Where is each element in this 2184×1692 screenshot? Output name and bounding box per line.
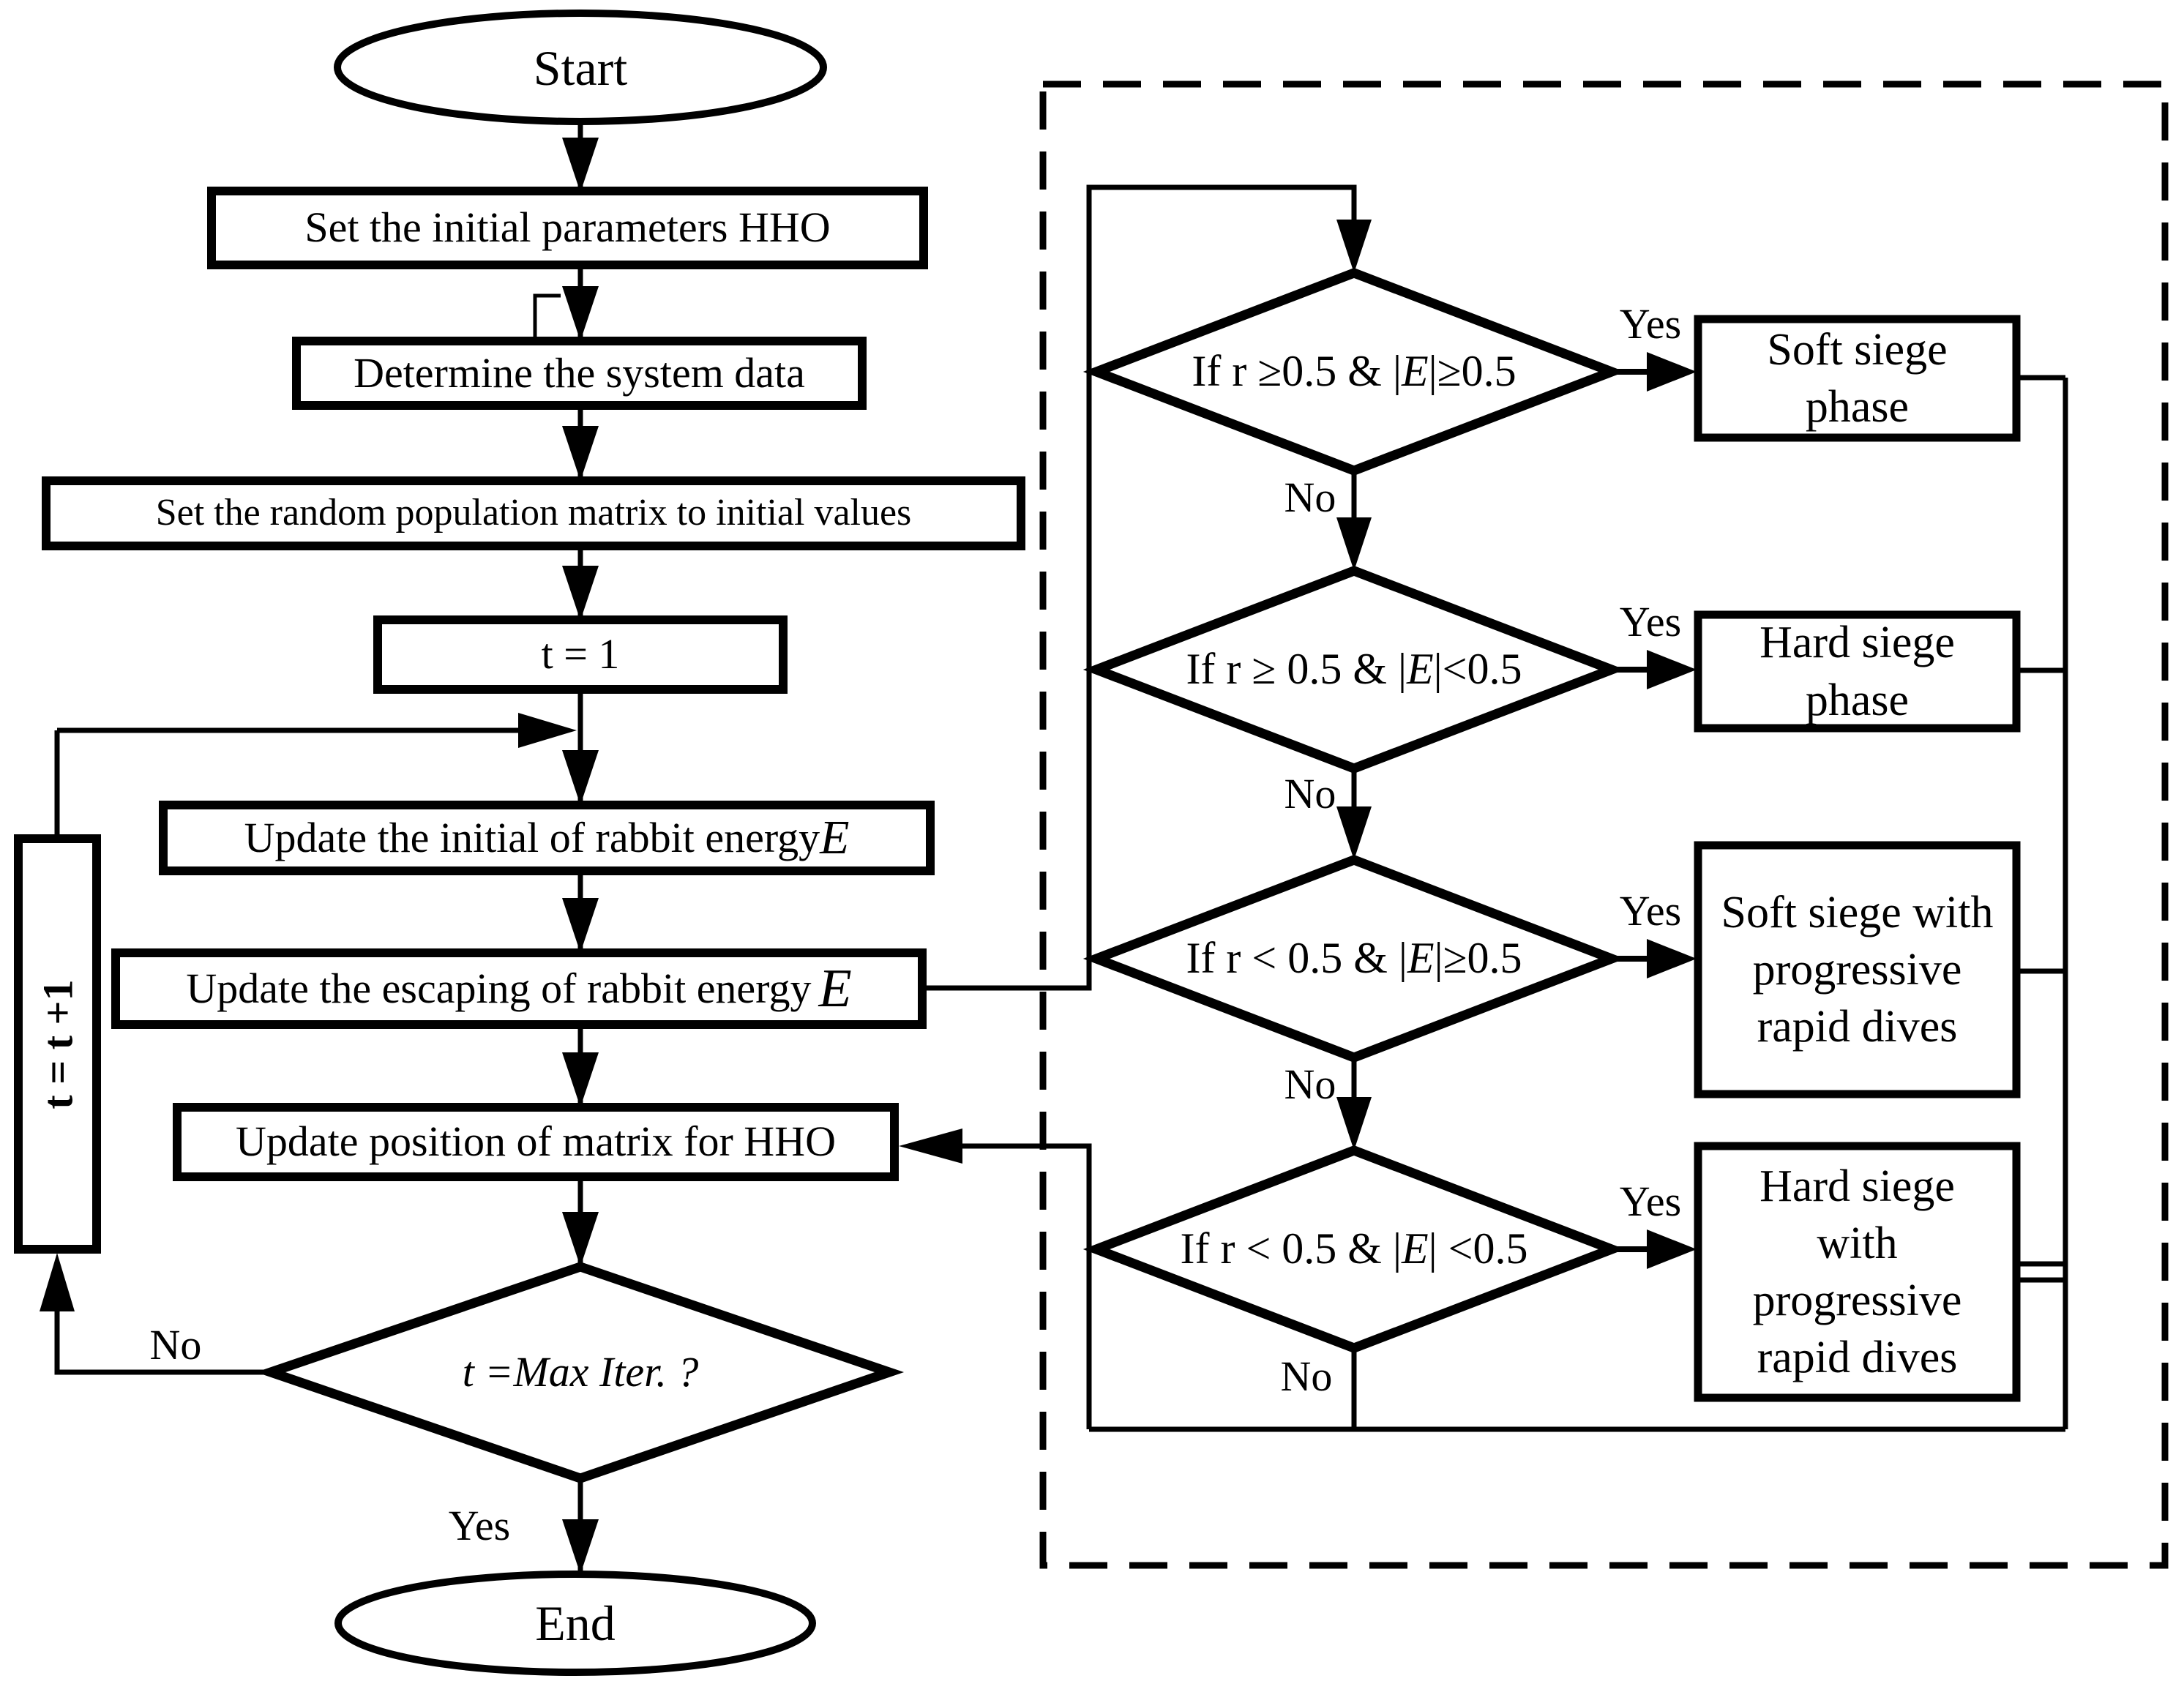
outcome-2-box xyxy=(1694,610,2021,733)
yes-label-3: Yes xyxy=(1619,886,1682,935)
outcome-1-label: Soft siege phase xyxy=(1767,324,1948,432)
arrowhead-down-icon xyxy=(562,566,599,621)
no-label-main: No xyxy=(149,1320,202,1369)
no-label-2: No xyxy=(1284,769,1336,817)
step-position-box xyxy=(173,1103,899,1181)
arrowhead-right-icon xyxy=(518,713,577,748)
edge-escaping-to-decision1 xyxy=(922,184,1357,991)
arrowhead-down-icon xyxy=(1336,806,1372,860)
step-escaping-energy-box xyxy=(111,948,927,1029)
arrowheads xyxy=(40,138,1697,1574)
arrowhead-down-icon xyxy=(562,1519,599,1574)
decision-2-diamond xyxy=(1082,566,1626,774)
edge-rail-to-position xyxy=(962,1143,1092,1429)
dashed-region-border xyxy=(1039,81,2169,1569)
step-position-label: Update position of matrix for HHO xyxy=(236,1118,836,1166)
step-population-label: Set the random population matrix to init… xyxy=(155,492,912,534)
condition-text: |≥0.5 xyxy=(1434,934,1522,983)
step-params-box xyxy=(207,187,928,269)
edge-decision-no-loop xyxy=(54,1311,271,1375)
step-population-box xyxy=(42,476,1025,550)
step-t1-box xyxy=(373,615,788,694)
outcome-2-label: Hard siege phase xyxy=(1759,618,1955,725)
step-initial-energy-text: Update the initial of rabbit energy xyxy=(244,813,820,861)
condition-text: |<0.5 xyxy=(1433,645,1522,694)
decision-1-label: If r ≥0.5 & |E|≥0.5 xyxy=(1126,328,1582,416)
yes-label-4: Yes xyxy=(1619,1177,1682,1225)
arrowhead-down-icon xyxy=(1336,517,1372,571)
arrowhead-left-icon xyxy=(899,1128,962,1164)
condition-text: |≥0.5 xyxy=(1428,347,1517,396)
arrowhead-right-icon xyxy=(1647,650,1697,689)
step-params-label: Set the initial parameters HHO xyxy=(304,203,831,252)
yes-label-1: Yes xyxy=(1619,299,1682,348)
arrowhead-down-icon xyxy=(562,898,599,953)
no-label-4: No xyxy=(1280,1352,1333,1400)
yes-label-main: Yes xyxy=(448,1501,511,1549)
no-label-3: No xyxy=(1284,1060,1336,1108)
arrowhead-down-icon xyxy=(562,1212,599,1267)
start-label: Start xyxy=(533,40,628,96)
arrowhead-right-icon xyxy=(1647,939,1697,978)
decision-main-label: t =Max Iter. ? xyxy=(462,1347,699,1396)
arrowhead-down-icon xyxy=(1336,1097,1372,1150)
yes-label-2: Yes xyxy=(1619,597,1682,645)
step-initial-energy-box xyxy=(159,801,935,875)
loop-counter-label: t = t +1 xyxy=(34,979,82,1109)
arrowhead-down-icon xyxy=(562,138,599,192)
arrowhead-up-icon xyxy=(40,1253,75,1311)
decision-1-diamond xyxy=(1082,268,1626,476)
energy-variable: E xyxy=(1401,347,1429,396)
edge-params-jog xyxy=(533,293,561,340)
arrowhead-down-icon xyxy=(562,426,599,481)
node-shapes xyxy=(14,10,2021,1676)
outcome-4-label: Hard siege with progressive rapid dives xyxy=(1752,1161,1962,1383)
step-system-box xyxy=(292,337,867,410)
energy-variable: E xyxy=(1401,1224,1429,1273)
outcome-3-label: Soft siege with progressive rapid dives xyxy=(1721,887,1994,1052)
arrowhead-down-icon xyxy=(1336,220,1372,273)
condition-text: If r ≥0.5 & | xyxy=(1192,347,1402,396)
decision-4-diamond xyxy=(1082,1145,1626,1353)
end-label: End xyxy=(535,1595,616,1651)
start-ellipse xyxy=(334,10,827,125)
arrowhead-down-icon xyxy=(562,286,599,341)
decision-2-label: If r ≥ 0.5 & |E|<0.5 xyxy=(1126,626,1582,714)
connector-lines xyxy=(54,121,2068,1574)
step-system-label: Determine the system data xyxy=(354,348,805,397)
arrowhead-down-icon xyxy=(562,1052,599,1107)
arrowhead-right-icon xyxy=(1647,352,1697,392)
condition-text: If r < 0.5 & | xyxy=(1186,934,1407,983)
condition-text: | <0.5 xyxy=(1428,1224,1528,1273)
end-ellipse xyxy=(334,1571,816,1676)
decision-main-diamond xyxy=(255,1262,905,1483)
decision-3-label: If r < 0.5 & |E|≥0.5 xyxy=(1126,915,1582,1003)
step-t1-label: t = 1 xyxy=(541,630,620,678)
arrowhead-right-icon xyxy=(1647,1229,1697,1269)
outcome-3-box xyxy=(1694,841,2021,1098)
no-label-1: No xyxy=(1284,473,1336,521)
outcome-1-box xyxy=(1694,315,2021,442)
loop-counter-box xyxy=(14,834,101,1254)
step-escaping-energy-text: Update the escaping of rabbit energy xyxy=(186,964,812,1012)
energy-variable: E xyxy=(820,811,850,865)
energy-variable: E xyxy=(1407,934,1435,983)
condition-text: If r < 0.5 & | xyxy=(1180,1224,1402,1273)
energy-variable: E xyxy=(1407,645,1434,694)
energy-variable: E xyxy=(818,958,852,1019)
outcome-4-box xyxy=(1694,1142,2021,1402)
decision-4-label: If r < 0.5 & |E| <0.5 xyxy=(1126,1205,1582,1293)
condition-text: If r ≥ 0.5 & | xyxy=(1186,645,1407,694)
decision-3-diamond xyxy=(1082,855,1626,1063)
arrowhead-down-icon xyxy=(562,750,599,805)
